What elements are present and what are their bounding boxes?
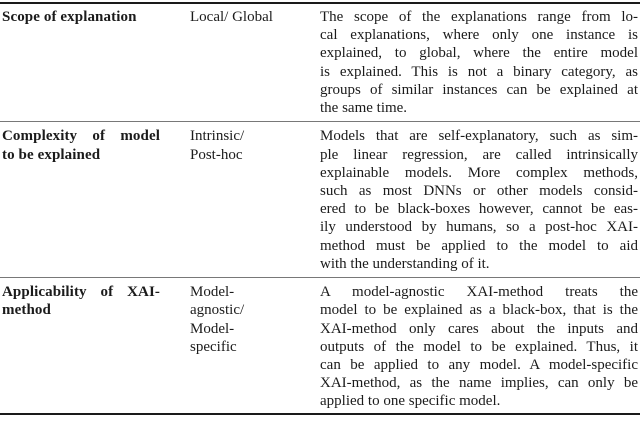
mid-rule-1 [0,120,640,123]
scope-options-value: Local/ Global [190,9,273,25]
bottom-rule [0,413,640,416]
mid-rule-2 [0,276,640,279]
applicability-options-value: Model-agnostic/Model-specific [190,284,245,355]
scope-description-text: The scope of the explanations range from… [320,9,638,117]
top-rule [0,2,640,4]
complexity-description-text: Models that are self-explanatory, such a… [320,128,638,272]
scope-category-label: Scope of explanation [2,9,137,25]
table-row-scope: Scope of explanation Local/ Global The s… [0,4,640,121]
table-row-applicability: Applicability of XAI-method Model-agnost… [0,278,640,413]
applicability-category-label: Applicability of XAI-method [2,284,160,319]
complexity-options-value: Intrinsic/Post-hoc [190,128,245,163]
